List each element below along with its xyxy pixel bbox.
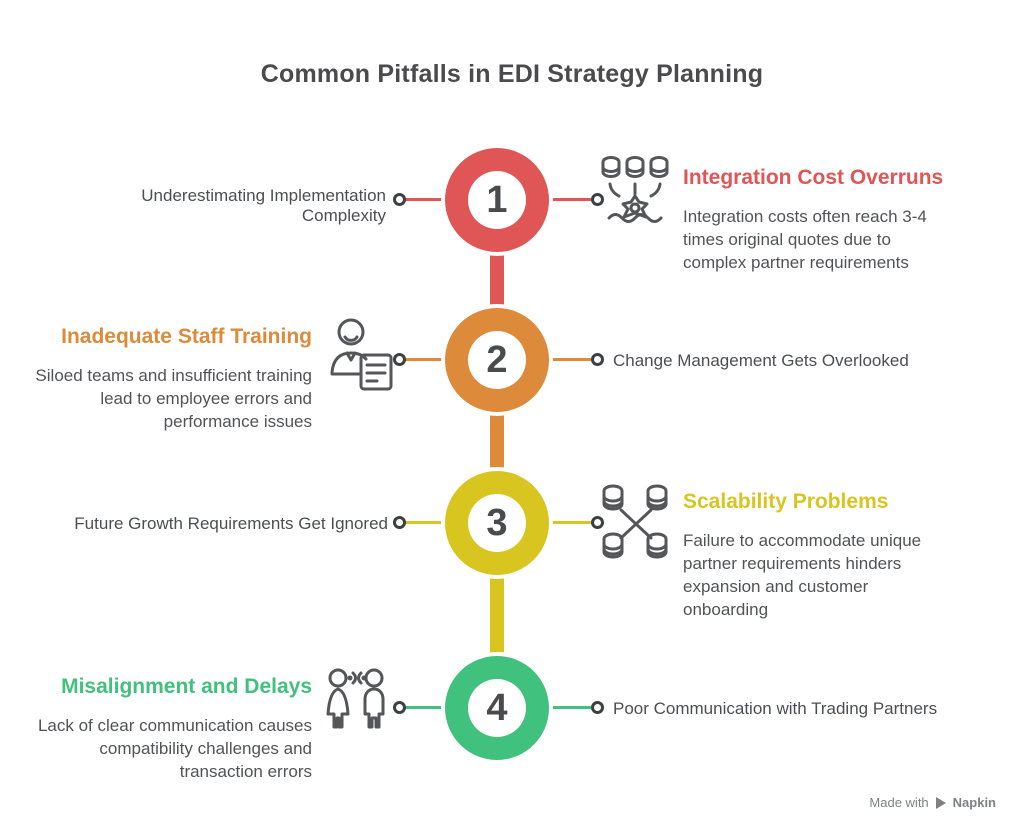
feature-block-2: Inadequate Staff Training Siloed teams a… [27,325,312,433]
connector-dot [393,516,406,529]
connector-line [404,198,443,201]
connector-dot [591,516,604,529]
connector-line [404,521,443,524]
timeline-node-2: 2 [445,308,549,412]
feature-block-1: Integration Cost Overruns Integration co… [683,166,955,274]
databases-network-icon [601,484,671,562]
connector-dot [393,193,406,206]
side-label-1: Underestimating Implementation Complexit… [141,186,386,225]
connector-line [404,358,443,361]
connector-dot [393,353,406,366]
timeline-node-2-inner: 2 [468,331,526,389]
napkin-logo-icon [935,796,946,809]
feature-heading-2: Inadequate Staff Training [61,325,312,348]
made-with-napkin-badge[interactable]: Made with Napkin [869,795,996,810]
connector-dot [591,353,604,366]
node-number-1: 1 [486,178,508,221]
timeline-node-1-inner: 1 [468,171,526,229]
feature-description-4: Lack of clear communication causes compa… [37,716,312,781]
page-title: Common Pitfalls in EDI Strategy Planning [260,60,764,88]
side-label-3: Future Growth Requirements Get Ignored [74,514,388,533]
timeline-node-4-inner: 4 [468,679,526,737]
feature-description-2: Siloed teams and insufficient training l… [35,366,312,431]
feature-description-3: Failure to accommodate unique partner re… [683,531,922,619]
side-label-2: Change Management Gets Overlooked [613,351,909,370]
timeline-node-3-inner: 3 [468,494,526,552]
connector-line [551,358,591,361]
node-number-2: 2 [486,338,508,381]
node-number-4: 4 [486,686,508,729]
feature-description-1: Integration costs often reach 3-4 times … [683,207,927,272]
databases-crash-icon [601,155,669,225]
connector-line [551,521,591,524]
feature-block-3: Scalability Problems Failure to accommod… [683,490,948,621]
people-communication-icon [325,668,399,732]
napkin-brand-label: Napkin [952,795,996,810]
person-document-icon [330,317,394,391]
connector-line [404,706,443,709]
connector-line [551,706,591,709]
connector-dot [393,701,406,714]
connector-dot [591,701,604,714]
side-label-4: Poor Communication with Trading Partners [613,699,938,718]
connector-line [551,198,591,201]
timeline-node-1: 1 [445,148,549,252]
timeline-node-3: 3 [445,471,549,575]
feature-block-4: Misalignment and Delays Lack of clear co… [22,675,312,783]
made-with-label: Made with [869,795,929,810]
connector-dot [591,193,604,206]
timeline-node-4: 4 [445,656,549,760]
node-number-3: 3 [486,501,508,544]
feature-heading-3: Scalability Problems [683,490,889,513]
feature-heading-4: Misalignment and Delays [61,675,312,698]
feature-heading-1: Integration Cost Overruns [683,166,944,189]
